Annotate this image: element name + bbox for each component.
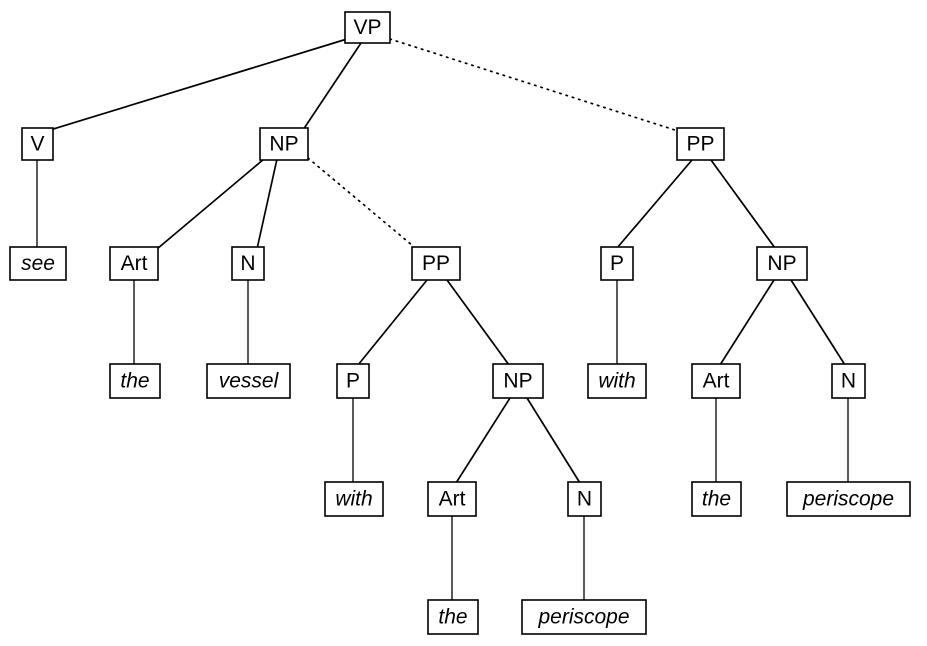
tree-node-v[interactable]: V	[21, 127, 54, 161]
node-label-art_l: Art	[439, 488, 466, 511]
node-box-art1	[109, 246, 159, 281]
node-box-p_right	[600, 246, 634, 281]
node-label-pp_right: PP	[686, 133, 714, 156]
node-box-pp_right	[676, 127, 725, 161]
tree-node-n1[interactable]: N	[231, 246, 265, 281]
node-label-the1: the	[120, 370, 149, 393]
tree-edge-np_low-to-n_l	[526, 397, 581, 484]
node-box-art_r	[691, 363, 741, 399]
edge-layer	[36, 38, 849, 600]
node-label-pp_low: PP	[422, 252, 450, 275]
tree-node-art_l[interactable]: Art	[427, 481, 477, 517]
tree-edge-vp-to-pp_right	[389, 38, 679, 132]
tree-node-with_l[interactable]: with	[324, 481, 384, 517]
tree-node-np_right[interactable]: NP	[756, 246, 808, 281]
node-box-periscope_l	[521, 599, 647, 635]
node-label-p_low: P	[346, 370, 360, 393]
node-label-v: V	[30, 133, 44, 156]
tree-node-art_r[interactable]: Art	[691, 363, 741, 399]
node-box-np_right	[756, 246, 808, 281]
node-label-periscope_r: periscope	[802, 488, 894, 511]
node-box-the_r	[691, 481, 742, 517]
tree-node-n_l[interactable]: N	[567, 481, 602, 517]
node-box-the1	[109, 363, 161, 399]
node-box-n1	[231, 246, 265, 281]
tree-edge-np_right-to-n_r	[790, 279, 846, 366]
tree-node-periscope_r[interactable]: periscope	[786, 481, 911, 517]
node-box-v	[21, 127, 54, 161]
tree-edge-np_low-to-art_l	[455, 397, 511, 484]
node-box-vessel	[206, 363, 291, 399]
tree-edge-pp_low-to-p_low	[357, 279, 428, 366]
node-box-periscope_r	[786, 481, 911, 517]
node-label-np_right: NP	[767, 252, 796, 275]
node-box-p_low	[336, 363, 370, 399]
node-box-art_l	[427, 481, 477, 517]
node-label-vessel: vessel	[219, 370, 280, 393]
tree-node-the_l[interactable]: the	[427, 599, 479, 635]
tree-node-vessel[interactable]: vessel	[206, 363, 291, 399]
node-label-vp: VP	[353, 16, 381, 39]
tree-edge-vp-to-v	[49, 38, 348, 131]
tree-edge-np1-to-pp_low	[307, 157, 414, 247]
node-box-pp_low	[411, 246, 461, 281]
node-box-see	[9, 246, 67, 281]
tree-node-the1[interactable]: the	[109, 363, 161, 399]
tree-node-np_low[interactable]: NP	[492, 363, 544, 399]
tree-edge-pp_right-to-p_right	[616, 159, 693, 249]
node-label-with_r: with	[598, 370, 635, 393]
tree-node-p_right[interactable]: P	[600, 246, 634, 281]
tree-node-pp_low[interactable]: PP	[411, 246, 461, 281]
tree-node-the_r[interactable]: the	[691, 481, 742, 517]
node-box-n_l	[567, 481, 602, 517]
node-box-vp	[344, 11, 391, 44]
tree-node-pp_right[interactable]: PP	[676, 127, 725, 161]
tree-edge-pp_low-to-np_low	[446, 279, 510, 366]
node-box-n_r	[831, 363, 866, 399]
node-label-with_l: with	[335, 488, 372, 511]
node-box-np1	[259, 127, 309, 161]
node-box-np_low	[492, 363, 544, 399]
node-label-the_l: the	[438, 606, 467, 629]
node-box-with_r	[587, 363, 647, 399]
node-label-the_r: the	[702, 488, 731, 511]
tree-node-p_low[interactable]: P	[336, 363, 370, 399]
node-label-n_r: N	[841, 370, 856, 393]
node-label-periscope_l: periscope	[537, 606, 629, 629]
node-label-see: see	[21, 252, 55, 275]
tree-node-np1[interactable]: NP	[259, 127, 309, 161]
tree-node-art1[interactable]: Art	[109, 246, 159, 281]
node-box-the_l	[427, 599, 479, 635]
node-label-art_r: Art	[703, 370, 730, 393]
node-label-np_low: NP	[503, 370, 532, 393]
node-label-np1: NP	[269, 133, 298, 156]
tree-node-periscope_l[interactable]: periscope	[521, 599, 647, 635]
node-label-art1: Art	[121, 252, 148, 275]
node-box-with_l	[324, 481, 384, 517]
tree-edge-np_right-to-art_r	[719, 279, 775, 366]
tree-node-n_r[interactable]: N	[831, 363, 866, 399]
tree-edge-np1-to-art1	[156, 158, 265, 250]
tree-edge-np1-to-n1	[256, 158, 278, 250]
tree-node-with_r[interactable]: with	[587, 363, 647, 399]
node-label-n1: N	[240, 252, 255, 275]
node-label-p_right: P	[610, 252, 624, 275]
tree-edge-vp-to-np1	[302, 42, 362, 131]
node-label-n_l: N	[577, 488, 592, 511]
tree-edge-pp_right-to-np_right	[710, 159, 776, 249]
tree-node-vp[interactable]: VP	[344, 11, 391, 44]
tree-node-see[interactable]: see	[9, 246, 67, 281]
